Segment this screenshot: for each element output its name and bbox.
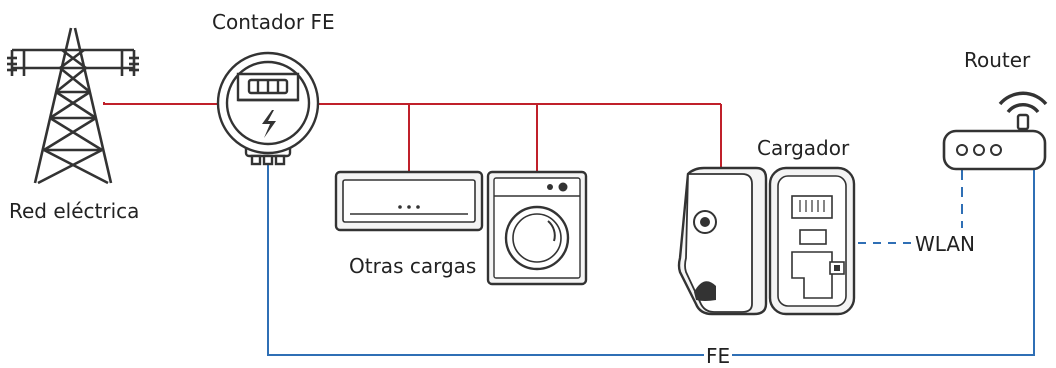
meter-label: Contador FE (212, 12, 335, 32)
router-label: Router (964, 50, 1030, 70)
router-icon (944, 93, 1046, 169)
grid-to-meter-line (104, 102, 218, 104)
power-wiring (104, 102, 721, 172)
other-loads-label: Otras cargas (349, 256, 476, 276)
washing-machine-icon (488, 172, 586, 284)
air-conditioner-icon (336, 172, 482, 230)
ev-charger-icon (679, 168, 854, 314)
fe-link-label: FE (704, 346, 732, 366)
wlan-label: WLAN (913, 234, 977, 254)
grid-label: Red eléctrica (9, 201, 139, 221)
energy-meter-icon (218, 53, 318, 164)
power-tower-icon (7, 28, 139, 183)
charger-label: Cargador (757, 138, 849, 158)
